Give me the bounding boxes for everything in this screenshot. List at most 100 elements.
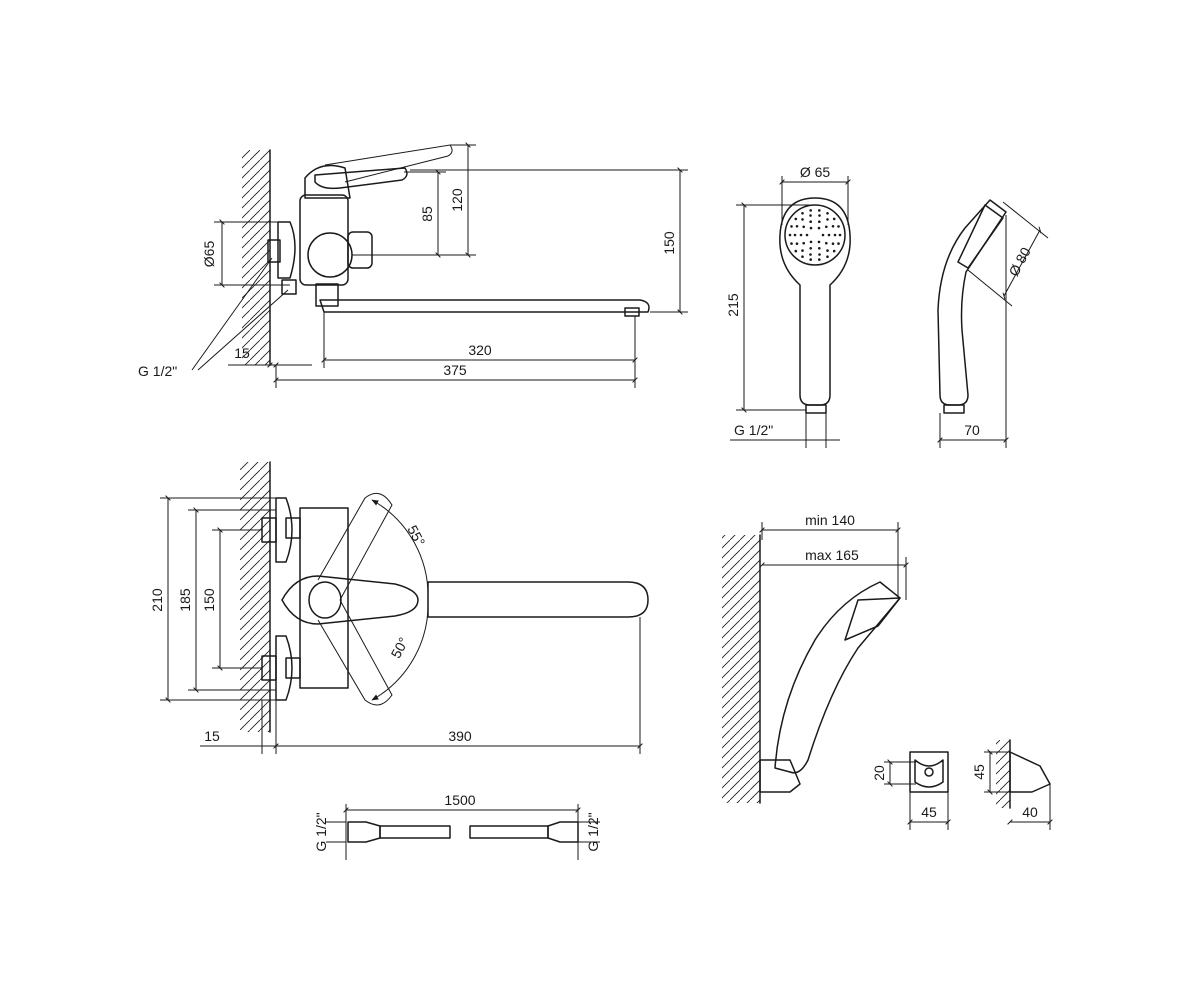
spray-nozzle [809, 220, 812, 223]
spray-nozzle [833, 233, 837, 237]
dim-side-depth-label: 70 [964, 422, 980, 438]
spray-nozzle [818, 220, 821, 223]
spray-nozzle [827, 233, 831, 237]
spray-nozzle [801, 212, 804, 215]
spray-nozzle [809, 226, 813, 230]
lever-top [281, 575, 419, 625]
dim-holder-height-label: 20 [871, 765, 887, 781]
dim-120: 120 [352, 142, 476, 258]
spray-nozzle [802, 225, 805, 229]
spray-nozzle [801, 255, 804, 258]
lower-eccentric [285, 657, 301, 679]
spout-top [427, 581, 649, 618]
spray-nozzle [838, 233, 842, 237]
spray-nozzle [794, 217, 798, 221]
spray-nozzle [832, 249, 836, 253]
spray-nozzle [818, 214, 821, 217]
dim-375-label: 375 [443, 362, 467, 378]
dim-150-top-label: 150 [201, 588, 217, 612]
thread-callout: G 1/2" [138, 257, 289, 379]
dim-side-holder-depth-label: 40 [1022, 804, 1038, 820]
dim-15-label: 15 [234, 345, 250, 361]
spray-plate [957, 204, 1004, 269]
spray-nozzle [818, 253, 821, 256]
side-view: 375 320 15 150 120 85 [138, 142, 688, 388]
spray-nozzle [801, 218, 804, 221]
angle-upper-label: 55° [404, 523, 428, 549]
spray-nozzle [821, 233, 825, 237]
hose-thread-left-label: G 1/2" [313, 812, 329, 851]
spray-nozzles [788, 209, 842, 261]
dim-1500-label: 1500 [444, 792, 475, 808]
spray-nozzle [831, 225, 835, 228]
spray-face [784, 204, 846, 266]
dim-185: 185 [177, 507, 276, 693]
spray-nozzle [818, 247, 821, 250]
hose-thread-right-label: G 1/2" [585, 812, 601, 851]
wall-hatch [242, 150, 270, 365]
dim-210: 210 [149, 495, 286, 703]
hose-thread-right: G 1/2" [578, 812, 601, 852]
spray-nozzle [799, 233, 803, 237]
spray-nozzle [831, 242, 835, 245]
dim-side-holder-height-label: 45 [971, 764, 987, 780]
diverter-knob [307, 232, 353, 278]
holder-front-view: 20 45 [871, 751, 951, 830]
dim-375: 375 [273, 316, 638, 388]
spray-nozzle [818, 258, 821, 261]
hand-shower-side: Ø 80 70 [937, 199, 1049, 448]
spout-aerator [624, 307, 640, 317]
dim-side-depth: 70 [937, 215, 1009, 448]
spray-nozzle [809, 209, 812, 212]
dim-150-label: 150 [661, 231, 677, 255]
dim-15: 15 [228, 345, 312, 368]
top-view: 55° 50° 210 185 150 15 [149, 461, 649, 754]
hose-nut-left [347, 821, 381, 843]
diverter-cap [347, 231, 373, 269]
shower-connector [805, 404, 827, 414]
dim-85-label: 85 [419, 206, 435, 222]
lower-flange [275, 635, 293, 701]
wall-holder-assembly: min 140 max 165 [722, 512, 909, 804]
angle-lower-label: 50° [388, 635, 412, 661]
spray-nozzle [837, 242, 840, 245]
eccentric-lower [281, 279, 297, 295]
dim-holder-height: 20 [871, 759, 916, 787]
hose-coil-right [469, 825, 549, 839]
hose-coil-left [379, 825, 451, 839]
cartridge-cap [304, 164, 351, 199]
wall-hatch-holder [722, 535, 760, 803]
dim-holder-width-label: 45 [921, 804, 937, 820]
spray-nozzle [809, 258, 812, 261]
spout [319, 299, 650, 313]
dim-120-label: 120 [449, 188, 465, 212]
lever-ghost-upper [317, 492, 393, 601]
spray-nozzle [790, 225, 793, 228]
dim-320: 320 [321, 312, 638, 368]
spray-nozzle [809, 247, 812, 250]
spray-nozzle [793, 233, 797, 237]
spray-nozzle [788, 233, 792, 237]
dim-front-thread-label: G 1/2" [734, 422, 773, 438]
dim-front-thread: G 1/2" [730, 410, 840, 448]
thread-label: G 1/2" [138, 363, 177, 379]
dim-flange: Ø65 [201, 219, 290, 288]
dim-320-label: 320 [468, 342, 492, 358]
spray-nozzle [826, 249, 829, 252]
side-connector [943, 404, 965, 414]
spray-nozzle [809, 240, 813, 244]
dim-side-holder-height: 45 [971, 749, 1010, 795]
shower-in-holder [774, 581, 901, 774]
spray-nozzle [826, 255, 829, 258]
spout-collar [315, 283, 339, 307]
spray-nozzle [795, 242, 799, 245]
hand-shower-front: Ø 65 215 G 1/2" [725, 164, 851, 448]
dim-front-length: 215 [725, 202, 810, 413]
spray-nozzle [837, 225, 840, 228]
mixer-body-top [299, 507, 349, 689]
spray-nozzle [801, 249, 804, 252]
holder-spray-plate [844, 597, 901, 641]
spray-nozzle [817, 240, 821, 244]
wall-flange [277, 221, 296, 279]
